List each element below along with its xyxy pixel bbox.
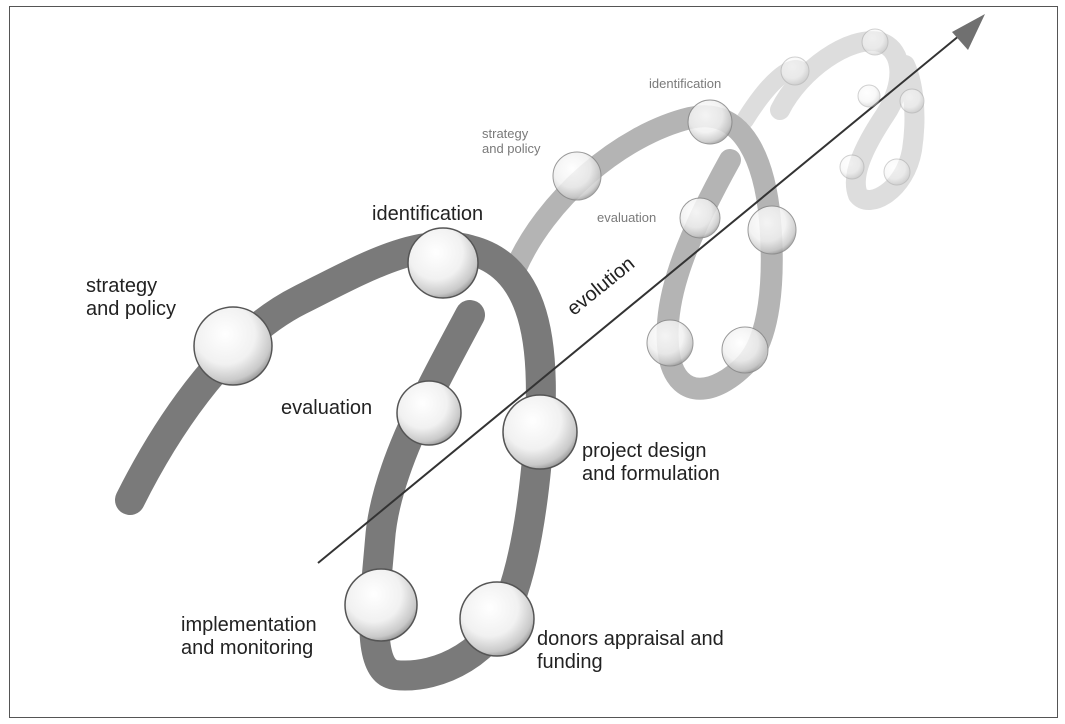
sphere-back-2	[861, 28, 889, 56]
label-strategy-policy: strategy and policy	[86, 275, 177, 320]
sphere-mid-identification	[687, 99, 733, 145]
label-identification: identification	[372, 203, 484, 225]
sphere-mid-implementation	[646, 319, 694, 367]
sphere-group-back	[780, 28, 925, 186]
spiral-loop-back	[770, 31, 925, 210]
label-donors: donors appraisal and funding	[537, 628, 724, 673]
sphere-back-6	[883, 158, 911, 186]
sphere-project-design	[502, 394, 578, 470]
sphere-back-5	[839, 154, 865, 180]
sphere-implementation	[344, 568, 418, 642]
sphere-identification	[407, 227, 479, 299]
sphere-back-1	[780, 56, 810, 86]
sphere-mid-donors	[721, 326, 769, 374]
label-evaluation-small: evaluation	[597, 210, 657, 225]
evolution-arrow-head	[952, 14, 985, 50]
sphere-donors	[459, 581, 535, 657]
sphere-mid-strategy	[552, 151, 602, 201]
sphere-mid-design	[747, 205, 797, 255]
label-identification-small: identification	[649, 76, 722, 91]
sphere-back-3	[857, 84, 881, 108]
spiral-loop-front	[115, 231, 556, 691]
sphere-strategy	[193, 306, 273, 386]
label-implementation: implementation and monitoring	[181, 614, 317, 659]
sphere-group-middle	[552, 99, 797, 374]
label-evaluation: evaluation	[281, 397, 373, 419]
diagram-frame	[9, 6, 1058, 718]
sphere-group-front	[193, 227, 578, 657]
sphere-back-4	[899, 88, 925, 114]
sphere-evaluation	[396, 380, 462, 446]
label-project-design: project design and formulation	[582, 440, 720, 485]
evolution-arrow-line	[317, 34, 961, 564]
label-strategy-policy-small: strategy and policy	[482, 126, 541, 156]
sphere-mid-evaluation	[679, 197, 721, 239]
